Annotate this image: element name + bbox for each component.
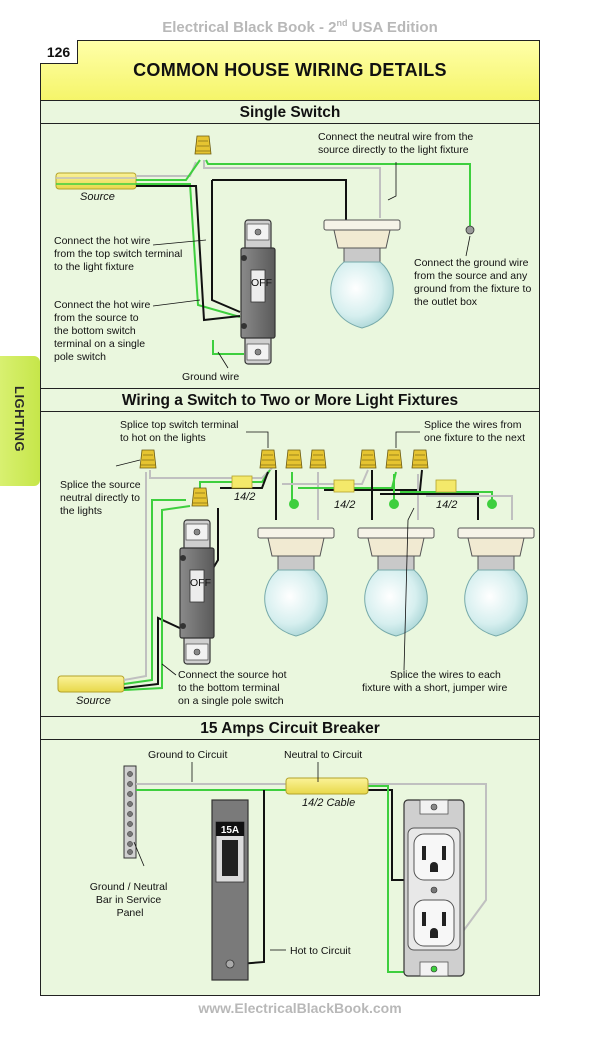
wire-nut-neutral-icon: [411, 449, 429, 469]
hot-top-note: Connect the hot wire from the top switch…: [54, 235, 185, 273]
splice-fixtures-note: Splice the wires from one fixture to the…: [424, 419, 525, 444]
cable-14-2-a: [231, 475, 253, 489]
cable-label-b: 14/2: [334, 499, 355, 511]
hot-bottom-note: Connect the hot wire from the source to …: [54, 299, 153, 363]
multi-source-cable: [57, 675, 125, 693]
wire-nut-neutral-icon: [309, 449, 327, 469]
ground-neutral-bar-label: Ground / Neutral Bar in Service Panel: [90, 881, 171, 919]
cable-label-c: 14/2: [436, 499, 457, 511]
single-pole-switch-icon: [240, 219, 276, 365]
wire-nut-ground-icon: [194, 135, 212, 155]
cable-14-2-label: 14/2 Cable: [302, 797, 355, 809]
splice-neutral-note: Splice the source neutral directly to th…: [60, 479, 143, 517]
splice-top-note: Splice top switch terminal to hot on the…: [120, 419, 241, 444]
section-side-tab[interactable]: LIGHTING: [0, 356, 40, 486]
book-header: Electrical Black Book - 2nd USA Edition: [162, 18, 438, 36]
cable-14-2-c: [435, 479, 457, 493]
wire-nut-hot-icon: [259, 449, 277, 469]
cable-14-2-b: [333, 479, 355, 493]
multi-fixture-diagram: OFF Splice top switch terminal to hot on…: [57, 419, 535, 707]
wire-nut-ground-icon: [385, 449, 403, 469]
cable-14-2: [285, 777, 369, 795]
switch-off-text: OFF: [251, 277, 272, 289]
duplex-receptacle-icon: [403, 799, 465, 977]
section-title-breaker: 15 Amps Circuit Breaker: [41, 716, 539, 740]
light-fixture-icon: [323, 219, 401, 329]
breaker-rating: 15A: [221, 825, 239, 836]
cable-label-a: 14/2: [234, 491, 255, 503]
neutral-note: Connect the neutral wire from the source…: [318, 131, 476, 156]
wire-nut-switch-icon: [191, 487, 209, 507]
wire-nut-ground-icon: [285, 449, 303, 469]
bottom-terminal-note: Connect the source hot to the bottom ter…: [178, 669, 290, 707]
ground-splice-dot: [289, 499, 299, 509]
neutral-to-circuit-label: Neutral to Circuit: [284, 749, 362, 761]
jumper-note: Splice the wires to each fixture with a …: [362, 669, 507, 694]
section-title-single-switch: Single Switch: [41, 100, 539, 124]
ground-splice-dot: [389, 499, 399, 509]
light-fixture-3-icon: [457, 527, 535, 637]
ground-to-circuit-label: Ground to Circuit: [148, 749, 227, 761]
title-bar: [41, 41, 539, 101]
wire-nut-hot-icon: [359, 449, 377, 469]
breaker-diagram: 15A Ground to Circuit Neutral to Circuit…: [90, 749, 487, 981]
source-cable: [55, 172, 137, 190]
light-fixture-1-icon: [257, 527, 335, 637]
wire-nut-neutral-icon: [139, 449, 157, 469]
ground-screw-icon: [465, 225, 475, 235]
multi-source-label: Source: [76, 695, 111, 707]
hot-to-circuit-label: Hot to Circuit: [290, 945, 351, 957]
light-fixture-2-icon: [357, 527, 435, 637]
single-switch-source-label: Source: [80, 191, 115, 203]
single-switch-diagram: OFF Source Connect the neutral wire from…: [54, 131, 534, 383]
ground-note: Connect the ground wire from the source …: [414, 257, 534, 308]
ground-splice-dot: [487, 499, 497, 509]
ground-wire-label: Ground wire: [182, 371, 239, 383]
section-title-multi-fixture: Wiring a Switch to Two or More Light Fix…: [41, 388, 539, 412]
multi-single-pole-switch-icon: [179, 519, 215, 665]
page-title: COMMON HOUSE WIRING DETAILS: [133, 60, 447, 80]
multi-switch-off-text: OFF: [190, 577, 211, 589]
footer-url[interactable]: www.ElectricalBlackBook.com: [198, 1000, 402, 1016]
page-number: 126: [40, 40, 78, 64]
